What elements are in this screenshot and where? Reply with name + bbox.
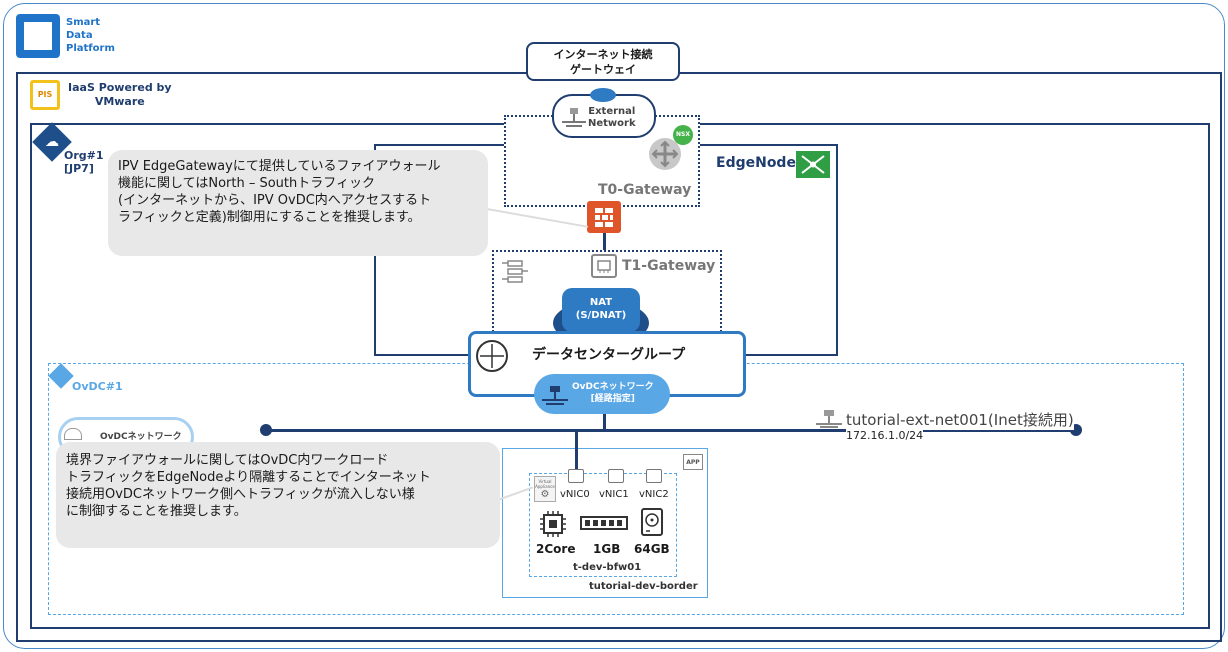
edge-node-label: EdgeNode — [716, 155, 796, 171]
outer-frame — [3, 3, 1225, 649]
ovdc-network-left-label: OvDCネットワーク — [100, 432, 182, 442]
network-to-vm-link — [575, 430, 578, 470]
callout-bottom: 境界ファイアウォールに関してはOvDC内ワークロード トラフィックをEdgeNo… — [56, 442, 500, 548]
gateway-connector — [590, 88, 616, 102]
internet-gateway-box: インターネット接続ゲートウェイ — [526, 42, 680, 81]
ovdc-label: OvDC#1 — [72, 380, 123, 393]
nat-box: NAT(S/DNAT) — [562, 288, 640, 332]
dc-group-label: データセンターグループ — [532, 347, 686, 363]
ovdc-network-routed-icon — [540, 382, 570, 410]
dc-group-box — [468, 331, 746, 397]
vnic0-label: vNIC0 — [560, 489, 590, 500]
memory-label: 1GB — [593, 542, 621, 556]
router-icon — [649, 138, 681, 170]
t1-gateway-icon — [591, 254, 617, 278]
t1-network-icon — [500, 259, 530, 289]
cpu-icon — [538, 509, 568, 543]
vnic0-icon — [568, 469, 584, 483]
ext-net-name: tutorial-ext-net001(Inet接続用) — [846, 409, 1074, 430]
appliance-badge-icon: Virtual Appliance ⚙ — [534, 476, 556, 502]
external-network-icon — [560, 104, 588, 132]
disk-icon — [640, 507, 664, 541]
vnic2-icon — [646, 469, 662, 483]
ext-net-icon — [814, 408, 844, 432]
firewall-icon — [587, 201, 621, 233]
app-badge: APP — [683, 454, 703, 470]
edge-node-icon — [796, 151, 830, 178]
network-endpoint-left — [260, 424, 272, 436]
memory-icon — [580, 514, 628, 538]
vm-box — [529, 473, 677, 577]
vnic1-label: vNIC1 — [599, 489, 629, 500]
nsx-badge-icon: NSX — [673, 125, 693, 145]
vapp-name: tutorial-dev-border — [589, 581, 698, 592]
ovdc-network-routed — [534, 374, 670, 414]
ovdc-network-left-icon — [64, 428, 82, 440]
vnic1-icon — [608, 469, 624, 483]
network-line — [265, 429, 1077, 432]
cpu-label: 2Core — [536, 542, 576, 556]
ovdc-network-routed-label: OvDCネットワーク[経路指定] — [572, 382, 654, 404]
sdp-logo-icon — [16, 14, 60, 58]
disk-label: 64GB — [634, 542, 670, 556]
t1-gateway-label: T1-Gateway — [622, 258, 716, 274]
t0-gateway-label: T0-Gateway — [598, 182, 692, 198]
org-cloud-icon: ☁ — [32, 122, 72, 162]
pis-badge-icon: PIS — [30, 80, 60, 110]
vnic2-label: vNIC2 — [639, 489, 669, 500]
callout-top: IPV EdgeGatewayにて提供しているファイアウォール 機能に関してはN… — [108, 150, 488, 256]
dc-group-icon — [476, 340, 508, 372]
vm-name: t-dev-bfw01 — [573, 562, 642, 573]
dc-group-to-network-link — [603, 412, 606, 430]
ext-net-cidr: 172.16.1.0/24 — [846, 429, 924, 442]
org-label: Org#1[JP7] — [64, 149, 104, 175]
